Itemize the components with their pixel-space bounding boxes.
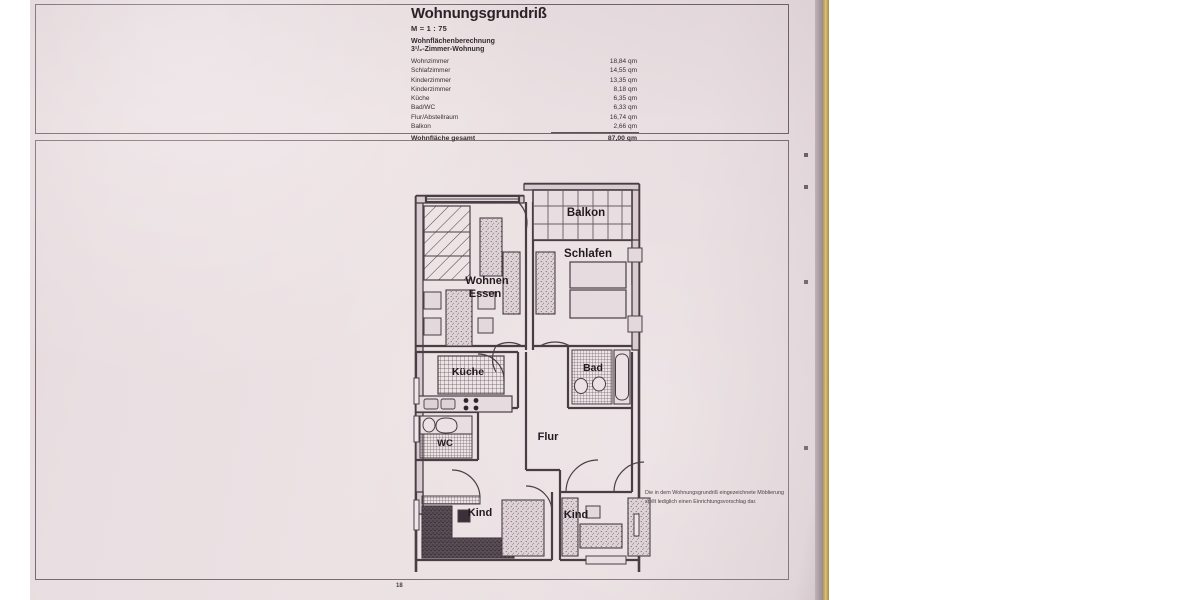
bathtub-icon [615,353,629,401]
margin-tick [804,280,808,284]
living-room-furniture [423,205,556,347]
room-label-wc: WC [437,438,453,449]
table-total-row: Wohnfläche gesamt 87,00 qm [411,131,639,145]
floorplan: Balkon Schlafen Wohnen Essen Küche Bad W… [400,140,792,572]
page-title: Wohnungsgrundriß [411,5,547,22]
room-labels: Balkon Schlafen Wohnen Essen Küche Bad W… [437,207,612,521]
toilet-icon [574,378,588,394]
toilet-icon [422,417,436,433]
left-white-margin [0,0,30,600]
room-name-cell: Schlafzimmer [411,67,451,75]
scale-label: M = 1 : 75 [411,23,447,33]
room-name-cell: Kinderzimmer [411,76,452,84]
washbasin-icon [592,376,606,392]
room-label-essen: Essen [469,288,502,300]
margin-tick [804,185,808,189]
room-label-kind-left: Kind [468,507,492,519]
room-label-balkon: Balkon [567,207,605,219]
room-area-cell: 14,55 qm [609,67,637,75]
room-name-cell: Küche [411,95,430,103]
table-row: Bad/WC 6,33 qm [411,104,639,113]
room-area-cell: 8,18 qm [613,85,638,93]
room-name-cell: Wohnzimmer [411,58,450,66]
kids-room-left-furniture [421,495,545,559]
gilt-edge [823,0,829,600]
room-name-cell: Balkon [411,123,431,131]
table-row: Küche 6,35 qm [411,95,639,104]
area-table-body: Wohnzimmer 18,84 qm Schlafzimmer 14,55 q… [411,58,639,145]
flat-type-label: 3¹/₂-Zimmer-Wohnung [411,45,485,53]
plan-frame [35,140,789,580]
total-value: 87,00 qm [551,131,639,145]
balcony-room [532,189,633,241]
total-label: Wohnfläche gesamt [411,135,476,143]
title-block-frame [35,4,789,134]
table-row: Kinderzimmer 8,18 qm [411,86,639,95]
bedroom-furniture [569,247,643,333]
door-swings [451,201,645,513]
furnishing-disclaimer: Die in dem Wohnungsgrundriß eingezeichne… [645,490,784,505]
sink-basin-icon [423,398,439,410]
book-spine-shadow [815,0,825,600]
sink-basin-icon [440,398,456,410]
kitchen-fixtures [415,355,513,413]
calculation-heading: Wohnflächenberechnung [411,37,495,45]
room-label-kind-right: Kind [564,509,588,521]
room-name-cell: Flur/Abstellraum [411,113,459,121]
room-label-flur: Flur [538,431,559,443]
room-name-cell: Kinderzimmer [411,85,452,93]
balcony-decking [533,190,632,240]
table-row: Balkon 2,66 qm [411,123,639,133]
area-table: Wohnzimmer 18,84 qm Schlafzimmer 14,55 q… [411,58,639,145]
room-area-cell: 13,35 qm [609,76,637,84]
room-area-cell: 2,66 qm [613,122,638,130]
room-area-cell: 18,84 qm [609,58,637,66]
table-row: Schlafzimmer 14,55 qm [411,67,639,76]
page-number: 18 [396,583,403,589]
room-name-cell: Bad/WC [411,104,436,112]
washbasin-icon [435,417,458,434]
room-label-wohnen: Wohnen [465,275,508,287]
room-area-cell: 16,74 qm [609,113,637,121]
room-area-cell: 6,33 qm [613,104,638,112]
margin-tick [804,446,808,450]
room-label-schlafen: Schlafen [564,248,612,260]
margin-tick [804,153,808,157]
stove-icon [463,398,479,411]
table-row: Kinderzimmer 13,35 qm [411,76,639,85]
table-row: Wohnzimmer 18,84 qm [411,58,639,67]
bathroom-fixtures [571,349,631,405]
table-row: Flur/Abstellraum 16,74 qm [411,113,639,122]
right-white-margin [829,0,1200,600]
room-area-cell: 6,35 qm [613,95,638,103]
windows [413,377,640,537]
wc-fixtures [419,415,473,459]
floorplan-drawing: Balkon Schlafen Wohnen Essen Küche Bad W… [413,182,651,572]
room-label-kueche: Küche [452,366,484,378]
title-block: Wohnungsgrundriß M = 1 : 75 Wohnflächenb… [411,6,783,145]
room-label-bad: Bad [583,362,603,374]
